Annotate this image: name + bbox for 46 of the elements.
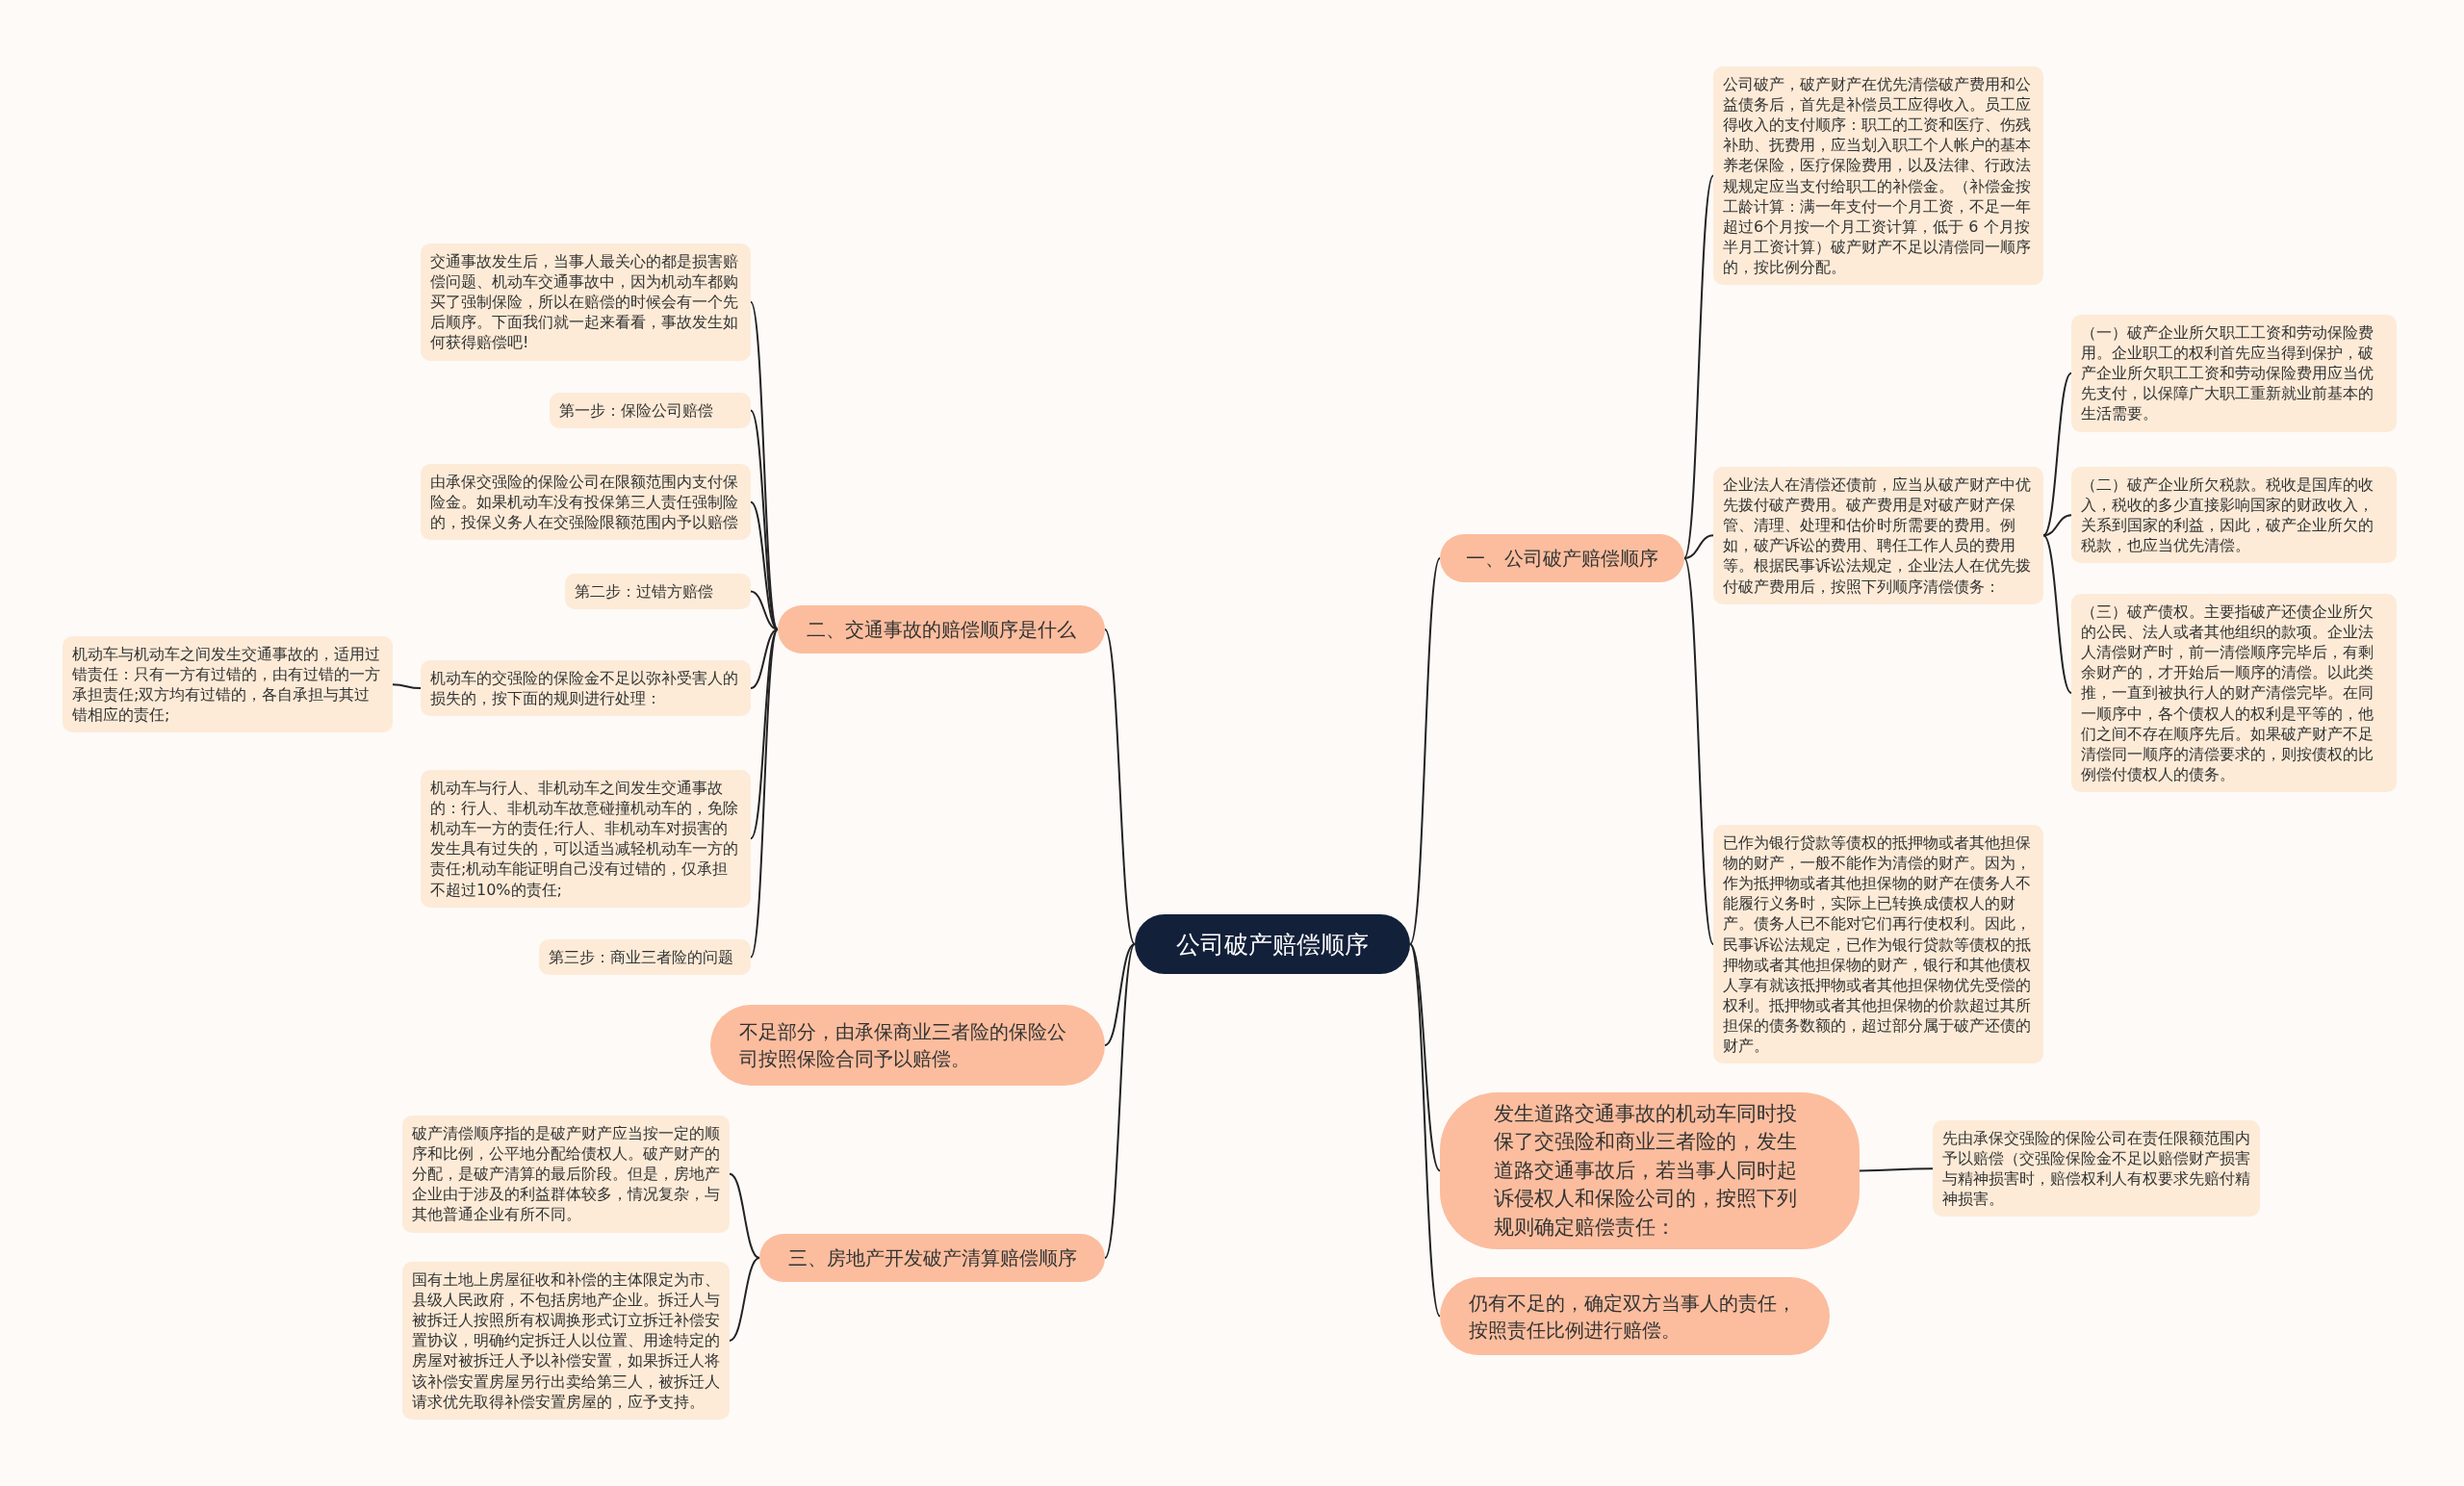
connector-line: [1104, 628, 1136, 945]
note-box: 破产清偿顺序指的是破产财产应当按一定的顺序和比例，公平地分配给债权人。破产财产的分配，是破产清算的最后阶段。但是，房地产企业由于涉及的利益群体较多，情况复杂，与其他普通企业有所不同。: [402, 1115, 730, 1233]
topic-box: 仍有不足的，确定双方当事人的责任，按照责任比例进行赔偿。: [1440, 1277, 1830, 1355]
connector-line: [1683, 557, 1714, 946]
connector-line: [2042, 534, 2072, 694]
connector-line: [1104, 943, 1136, 1259]
note-box: 第一步：保险公司赔偿: [550, 393, 751, 429]
connector-line: [1409, 557, 1441, 945]
note-box: 第三步：商业三者险的问题: [539, 939, 751, 976]
connector-line: [2042, 372, 2072, 537]
note-box: 机动车与机动车之间发生交通事故的，适用过错责任：只有一方有过错的，由有过错的一方承担责任;双方均有过错的，各自承担与其过错相应的责任;: [63, 636, 393, 733]
note-box: 公司破产，破产财产在优先清偿破产费用和公益债务后，首先是补偿员工应得收入。员工应得收入的支付顺序：职工的工资和医疗、伤残补助、抚费用，应当划入职工个人帐户的基本养老保险，医疗保险费用，以及法律、行政法规规定应当支付给职工的补偿金。（补偿金按工龄计算：满一年支付一个月工资，不足一年超过6个月按一个月工资计算，低于 6 个月按半月工资计算）破产财产不足以清偿同一顺序的，按比例分配。: [1713, 66, 2043, 286]
note-box: （二）破产企业所欠税款。税收是国库的收入，税收的多少直接影响国家的财政收入，关系到国家的利益，因此，破产企业所欠的税款，也应当优先清偿。: [2071, 467, 2397, 564]
central-topic: 公司破产赔偿顺序: [1135, 914, 1410, 974]
note-box: 机动车的交强险的保险金不足以弥补受害人的损失的，按下面的规则进行处理：: [421, 660, 751, 717]
topic-box: 发生道路交通事故的机动车同时投保了交强险和商业三者险的，发生道路交通事故后，若当事人同时起诉侵权人和保险公司的，按照下列规则确定赔偿责任：: [1440, 1092, 1860, 1249]
connector-line: [750, 628, 779, 959]
topic-box: 一、公司破产赔偿顺序: [1440, 534, 1684, 582]
note-box: 由承保交强险的保险公司在限额范围内支付保险金。如果机动车没有投保第三人责任强制险的，投保义务人在交强险限额范围内予以赔偿: [421, 464, 751, 541]
note-box: （一）破产企业所欠职工工资和劳动保险费用。企业职工的权利首先应当得到保护，破产企业所欠职工工资和劳动保险费用应当优先支付，以保障广大职工重新就业前基本的生活需要。: [2071, 315, 2397, 432]
topic-box: 不足部分，由承保商业三者险的保险公司按照保险合同予以赔偿。: [710, 1005, 1105, 1086]
note-box: 已作为银行贷款等债权的抵押物或者其他担保物的财产，一般不能作为清偿的财产。因为，作为抵押物或者其他担保物的财产在债务人不能履行义务时，实际上已转换成债权人的财产。债务人已不能对它们再行使权利。因此，民事诉讼法规定，已作为银行贷款等债权的抵押物或者其他担保物的财产，银行和其他债权人享有就该抵押物或者其他担保物优先受偿的权利。抵押物或者其他担保物的价款超过其所担保的债务数额的，超过部分属于破产还债的财产。: [1713, 825, 2043, 1064]
connector-line: [750, 500, 779, 630]
note-box: 第二步：过错方赔偿: [565, 574, 751, 610]
connector-line: [1683, 534, 1714, 559]
note-box: 企业法人在清偿还债前，应当从破产财产中优先拨付破产费用。破产费用是对破产财产保管、清理、处理和估价时所需要的费用。例如，破产诉讼的费用、聘任工作人员的费用等。根据民事诉讼法规定，企业法人在优先拨付破产费用后，按照下列顺序清偿债务：: [1713, 467, 2043, 604]
note-box: 交通事故发生后，当事人最关心的都是损害赔偿问题、机动车交通事故中，因为机动车都购买了强制保险，所以在赔偿的时候会有一个先后顺序。下面我们就一起来看看，事故发生如何获得赔偿吧!: [421, 243, 751, 361]
connector-line: [1104, 943, 1136, 1046]
connector-line: [1409, 943, 1441, 1172]
connector-line: [750, 590, 779, 630]
note-box: 机动车与行人、非机动车之间发生交通事故的：行人、非机动车故意碰撞机动车的，免除机动车一方的责任;行人、非机动车对损害的发生具有过失的，可以适当减轻机动车一方的责任;机动车能证明自己没有过错的，仅承担不超过10%的责任;: [421, 770, 751, 908]
connector-line: [1409, 943, 1441, 1318]
topic-box: 二、交通事故的赔偿顺序是什么: [778, 605, 1105, 653]
connector-line: [750, 409, 779, 630]
topic-box: 三、房地产开发破产清算赔偿顺序: [759, 1234, 1105, 1282]
connector-line: [750, 628, 779, 840]
note-box: 国有土地上房屋征收和补偿的主体限定为市、县级人民政府，不包括房地产企业。拆迁人与被拆迁人按照所有权调换形式订立拆迁补偿安置协议，明确约定拆迁人以位置、用途特定的房屋对被拆迁人予以补偿安置，如果拆迁人将该补偿安置房屋另行出卖给第三人，被拆迁人请求优先取得补偿安置房屋的，应予支持。: [402, 1262, 730, 1420]
note-box: （三）破产债权。主要指破产还债企业所欠的公民、法人或者其他组织的款项。企业法人清偿财产时，前一清偿顺序完毕后，有剩余财产的，才开始后一顺序的清偿。以此类推，一直到被执行人的财产清偿完毕。在同一顺序中，各个债权人的权利是平等的，他们之间不存在顺序先后。如果破产财产不足清偿同一顺序的清偿要求的，则按债权的比例偿付债权人的债务。: [2071, 594, 2397, 792]
note-box: 先由承保交强险的保险公司在责任限额范围内予以赔偿（交强险保险金不足以赔偿财产损害与精神损害时，赔偿权利人有权要求先赔付精神损害。: [1933, 1120, 2260, 1217]
connector-line: [392, 683, 422, 690]
connector-line: [2042, 514, 2072, 537]
connector-line: [1683, 174, 1714, 559]
connector-line: [750, 628, 779, 690]
connector-line: [1859, 1167, 1934, 1172]
connector-line: [729, 1257, 760, 1342]
connector-line: [729, 1172, 760, 1259]
